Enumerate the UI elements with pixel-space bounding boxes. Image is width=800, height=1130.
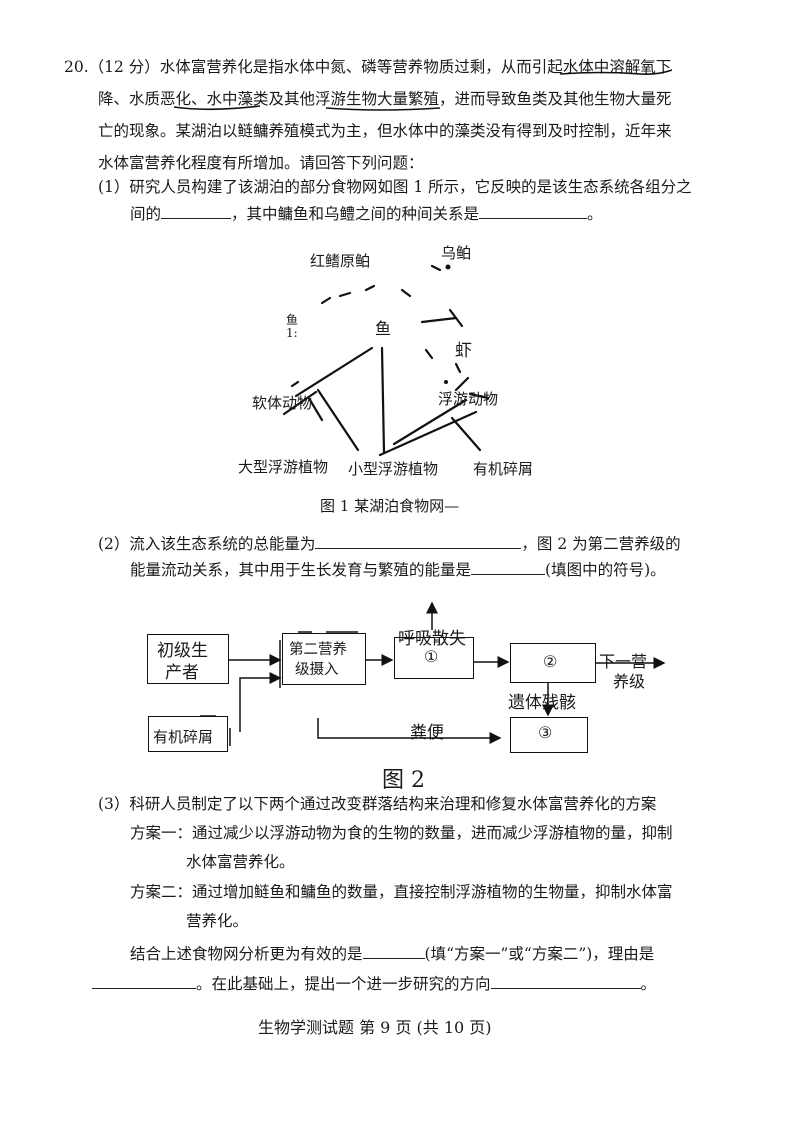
plan-b-line-1: 方案二：通过增加鲢鱼和鳙鱼的数量，直接控制浮游植物的生物量，抑制水体富 <box>130 883 673 901</box>
node-large-phytoplankton: 大型浮游植物 <box>238 458 329 476</box>
node-fish-mid: 鱼 <box>375 319 392 338</box>
part1-line-2: 间的，其中鳙鱼和乌鳢之间的种间关系是。 <box>130 202 603 224</box>
node-small-phytoplankton: 小型浮游植物 <box>348 460 439 478</box>
question-line-3: 亡的现象。某湖泊以鲢鳙养殖模式为主，但水体中的藻类没有得到及时控制，近年来 <box>98 122 672 140</box>
node-zooplankton: 浮游动物 <box>438 390 499 408</box>
part3-answer-line-2: 。在此基础上，提出一个进一步研究的方向。 <box>92 972 656 994</box>
part3-line-1: (3）科研人员制定了以下两个通过改变群落结构来治理和修复水体富营养化的方案 <box>98 795 657 813</box>
plan-a-line-2: 水体富营养化。 <box>186 853 295 871</box>
node-organic-detritus: 有机碎屑 <box>473 460 534 478</box>
label-circle-1: ① <box>424 647 439 666</box>
label-organic-detritus: 有机碎屑 <box>153 728 214 746</box>
part2-line-2: 能量流动关系，其中用于生长发育与繁殖的能量是(填图中的符号)。 <box>130 558 666 580</box>
answer-blank-4[interactable] <box>471 558 546 575</box>
label-circle-2: ② <box>543 652 558 671</box>
node-hongqiyuanbo: 红鳍原鲌 <box>310 252 371 270</box>
label-respiration: 呼吸散失 <box>398 629 466 649</box>
part2-line-1: (2）流入该生态系统的总能量为，图 2 为第二营养级的 <box>98 532 681 554</box>
label-remains: 遗体残骸 <box>508 693 576 713</box>
food-web-arrows <box>282 264 490 457</box>
label-primary-producer: 初级生 产者 <box>157 641 208 683</box>
answer-blank-5[interactable] <box>362 942 425 959</box>
answer-blank-3[interactable] <box>315 532 522 549</box>
question-line-2: 降、水质恶化、水中藻类及其他浮游生物大量繁殖，进而导致鱼类及其他生物大量死 <box>98 90 672 108</box>
box-organic-detritus <box>148 716 228 752</box>
answer-blank-1[interactable] <box>161 202 232 219</box>
figure2-caption: 图 2 <box>382 768 425 793</box>
answer-blank-6[interactable] <box>92 972 196 989</box>
plan-b-line-2: 营养化。 <box>186 912 249 930</box>
box-3 <box>510 717 588 753</box>
node-fish-left: 鱼 1: <box>286 313 299 340</box>
answer-blank-2[interactable] <box>479 202 588 219</box>
plan-a-line-1: 方案一：通过减少以浮游动物为食的生物的数量，进而减少浮游植物的量，抑制 <box>130 824 673 842</box>
node-wubo: 乌鲌 <box>441 244 472 262</box>
energy-flow-arrows <box>200 601 666 746</box>
label-next-trophic-level: 下一营 养级 <box>599 652 648 691</box>
question-line-4: 水体富营养化程度有所增加。请回答下列问题： <box>98 154 424 172</box>
handwritten-underline-marks <box>173 69 673 111</box>
part1-line-1: (1）研究人员构建了该湖泊的部分食物网如图 1 所示，它反映的是该生态系统各组分… <box>98 178 692 196</box>
box-second-trophic-intake <box>282 633 366 685</box>
label-circle-3: ③ <box>538 723 553 742</box>
box-1 <box>394 637 474 679</box>
part3-answer-line-1: 结合上述食物网分析更为有效的是(填“方案一”或“方案二”)，理由是 <box>130 942 654 964</box>
answer-blank-7[interactable] <box>490 972 641 989</box>
page-footer: 生物学测试题 第 9 页 (共 10 页) <box>258 1018 492 1037</box>
question-line-1: 20.（12 分）水体富营养化是指水体中氮、磷等营养物质过剩，从而引起水体中溶解… <box>64 58 672 76</box>
box-primary-producer <box>147 634 229 684</box>
box-2 <box>510 643 596 683</box>
figure1-caption: 图 1 某湖泊食物网— <box>320 497 460 515</box>
node-mollusk: 软体动物 <box>252 394 313 412</box>
label-second-trophic-intake: 第二营养 级摄入 <box>289 642 347 678</box>
node-shrimp: 虾 <box>455 341 472 361</box>
